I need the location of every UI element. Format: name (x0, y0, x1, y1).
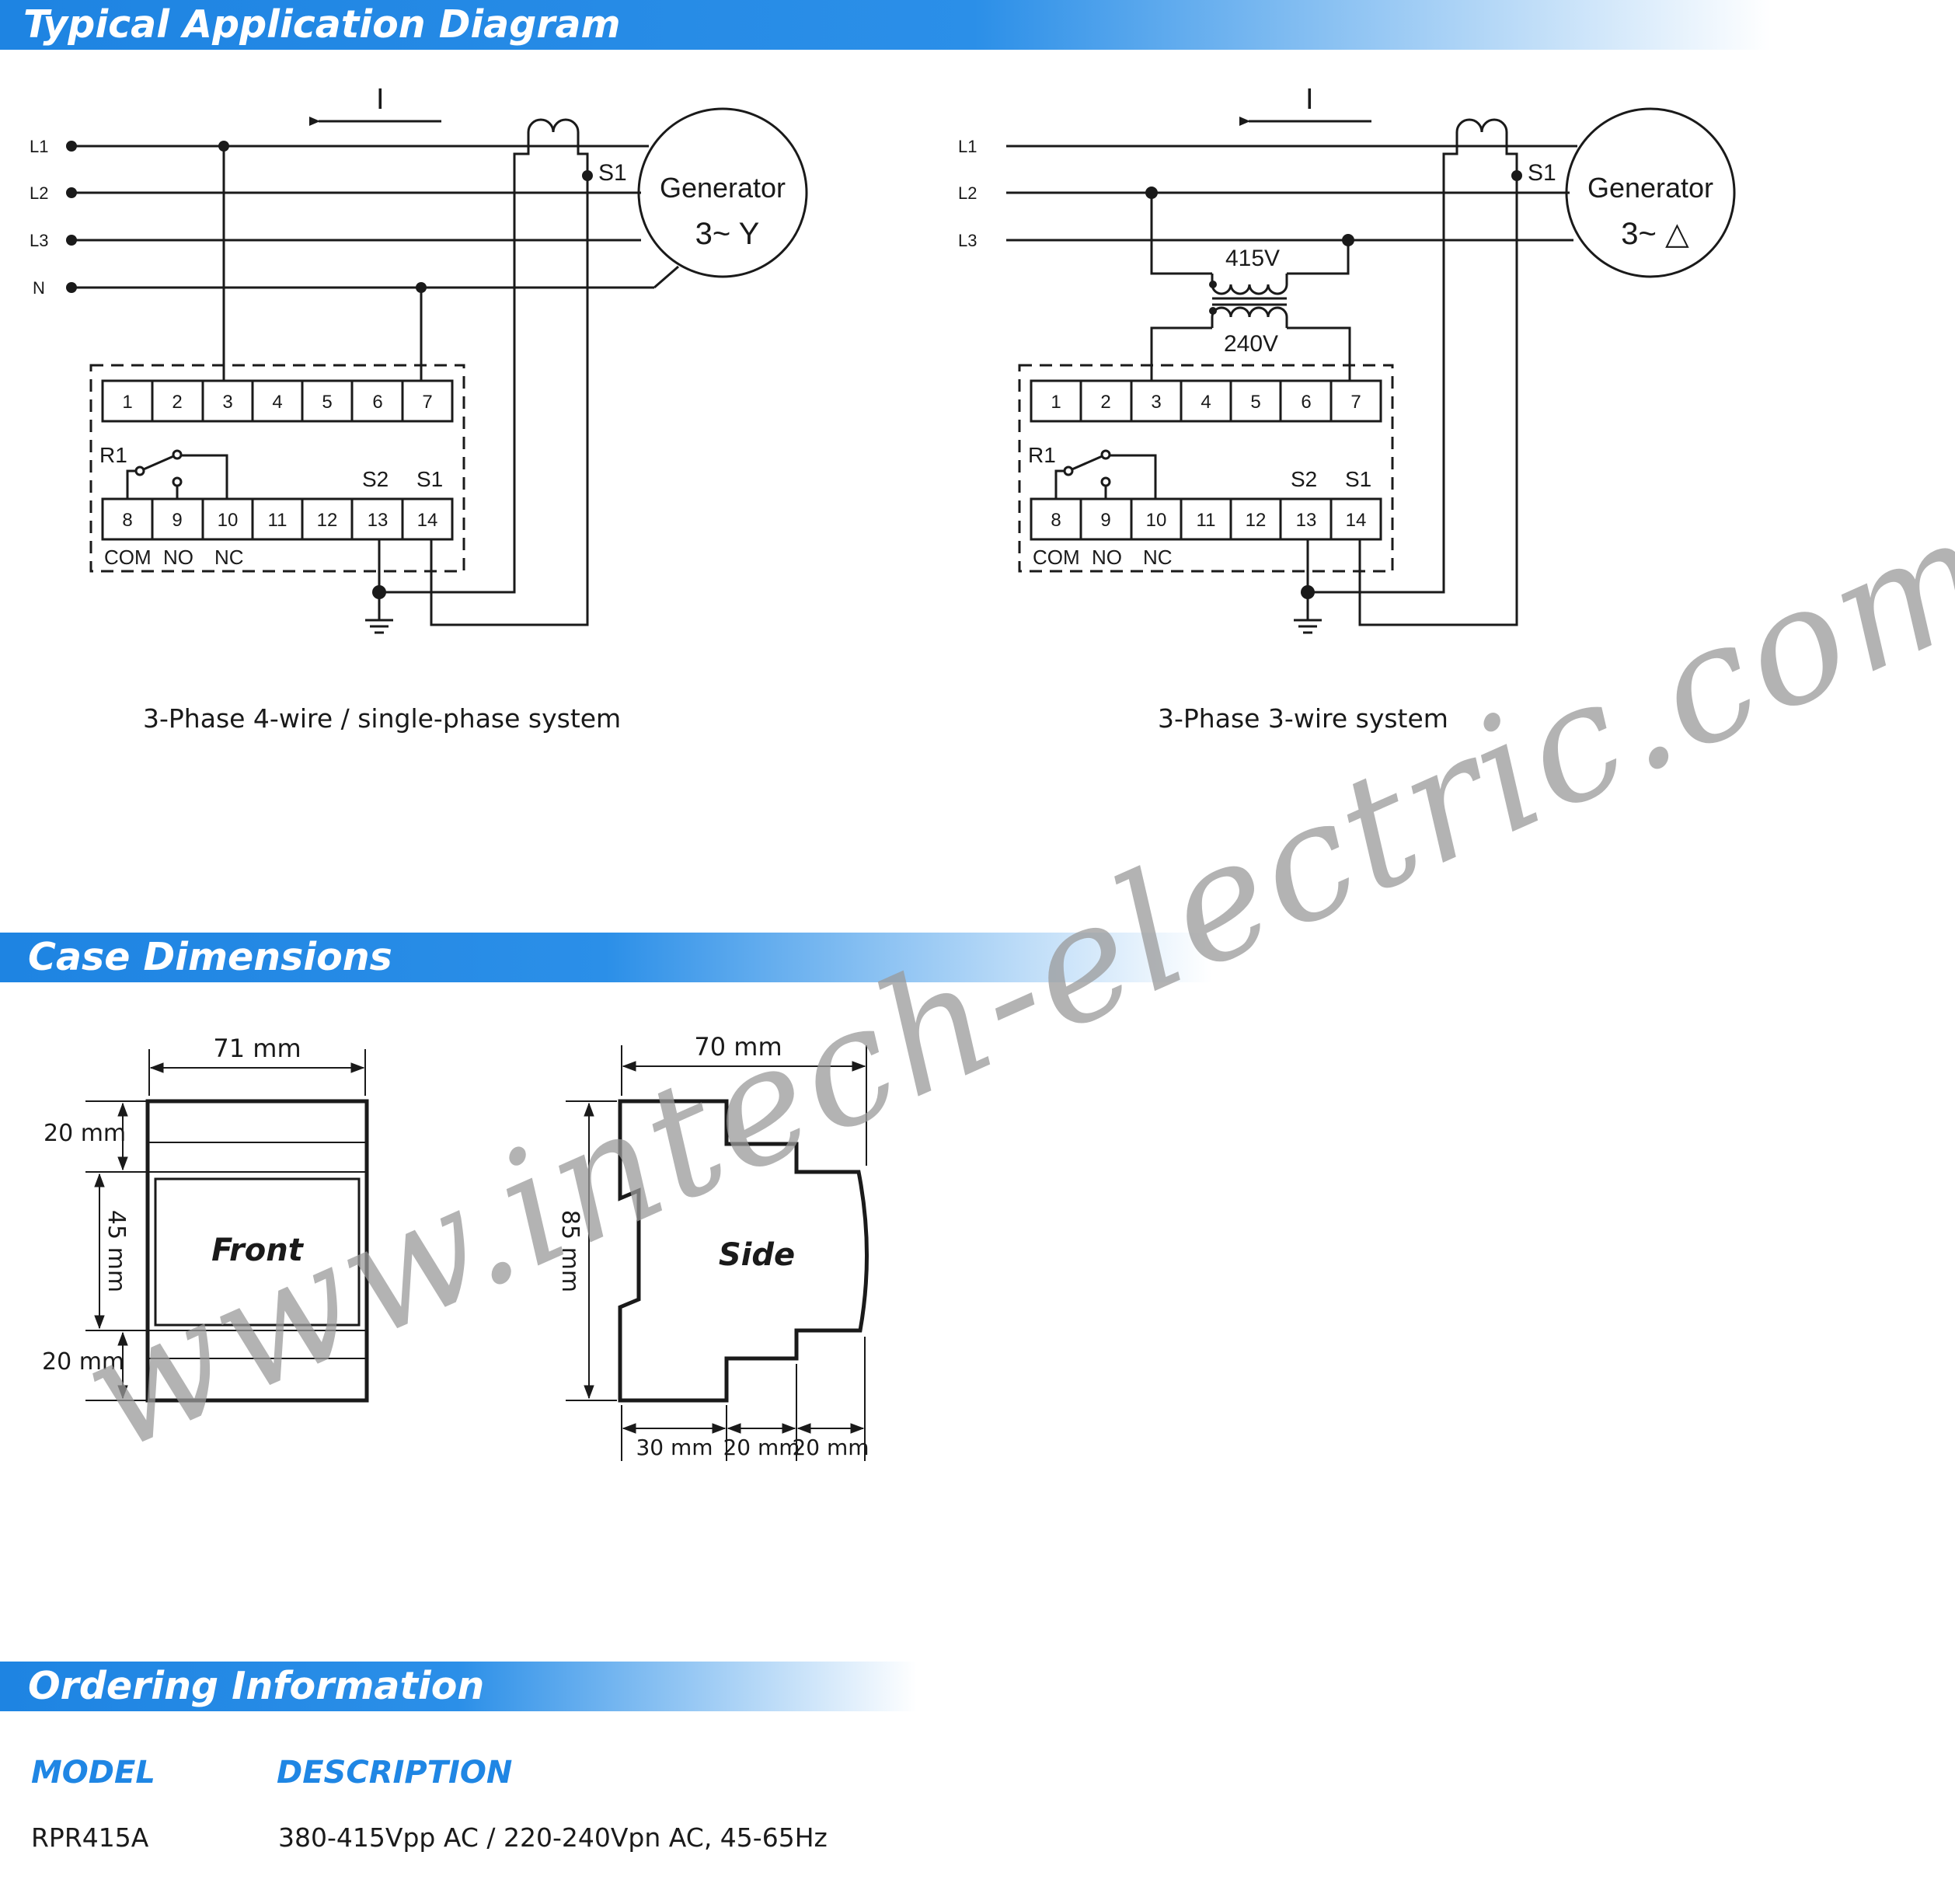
side-height-label: 85 mm (556, 1210, 584, 1292)
terminal-8-right: 8 (1051, 510, 1061, 531)
section-title-dimensions: Case Dimensions (28, 935, 392, 979)
front-middle-label: 45 mm (103, 1210, 130, 1292)
section-band-application: Typical Application Diagram (0, 0, 1772, 50)
side-width-label: 70 mm (694, 1032, 782, 1062)
diagram-right-text: L1 L2 L3 I S1 Generator 3~ △ 415V 240V 1… (958, 83, 1713, 734)
caption-left: 3-Phase 4-wire / single-phase system (143, 703, 621, 734)
generator-symbol-right: 3~ △ (1621, 217, 1689, 251)
current-label: I (376, 83, 385, 116)
s1-term-label-right: S1 (1345, 467, 1371, 491)
ordering-header-description: DESCRIPTION (277, 1755, 513, 1791)
terminal-2-right: 2 (1100, 392, 1110, 413)
terminal-5: 5 (322, 392, 332, 413)
line-label-l1-right: L1 (958, 137, 977, 156)
transformer-primary-label: 415V (1225, 246, 1280, 271)
terminal-11-right: 11 (1197, 510, 1216, 531)
line-label-l2: L2 (30, 183, 48, 203)
caption-right: 3-Phase 3-wire system (1158, 703, 1448, 734)
diagram-left-dots (66, 141, 593, 599)
diagram-right (1006, 107, 1736, 634)
relay-label-right: R1 (1028, 443, 1056, 467)
front-top-label: 20 mm (44, 1120, 126, 1147)
terminal-6-right: 6 (1301, 392, 1311, 413)
section-title-ordering: Ordering Information (28, 1664, 485, 1708)
terminal-7: 7 (422, 392, 432, 413)
terminal-11: 11 (268, 510, 288, 531)
generator-name: Generator (660, 172, 786, 204)
front-bottom-label: 20 mm (42, 1348, 124, 1376)
terminal-1: 1 (122, 392, 132, 413)
front-view (85, 1049, 369, 1403)
ordering-header-model: MODEL (31, 1755, 155, 1791)
terminal-12: 12 (317, 510, 338, 531)
relay-label: R1 (99, 443, 127, 467)
ct-s1-label: S1 (598, 160, 627, 186)
line-label-n: N (33, 278, 45, 298)
line-label-l3: L3 (30, 231, 48, 250)
terminal-9: 9 (172, 510, 182, 531)
terminal-2: 2 (172, 392, 182, 413)
ordering-row-model: RPR415A (31, 1822, 149, 1853)
front-view-text: 71 mm 20 mm 45 mm 20 mm Front (42, 1034, 305, 1376)
section-band-dimensions: Case Dimensions (0, 933, 1212, 982)
diagram-left (71, 107, 808, 634)
terminal-12-right: 12 (1246, 510, 1267, 531)
diagram-right-dots (1063, 170, 1522, 599)
section-band-ordering: Ordering Information (0, 1662, 917, 1711)
terminal-5-right: 5 (1250, 392, 1260, 413)
terminal-14: 14 (417, 510, 438, 531)
contact-no-right: NO (1092, 546, 1122, 569)
s2-label-right: S2 (1291, 467, 1317, 491)
s2-label: S2 (362, 467, 389, 491)
contact-com-right: COM (1033, 546, 1080, 569)
side-view (566, 1045, 869, 1461)
line-label-l3-right: L3 (958, 231, 977, 250)
terminal-7-right: 7 (1350, 392, 1361, 413)
terminal-4: 4 (272, 392, 282, 413)
transformer-secondary-label: 240V (1224, 331, 1278, 357)
contact-no: NO (163, 546, 193, 569)
terminal-9-right: 9 (1100, 510, 1110, 531)
contact-com: COM (104, 546, 152, 569)
generator-name-right: Generator (1587, 172, 1713, 204)
diagram-left-text: L1 L2 L3 N I S1 Generator 3~ Y 1 2 3 4 5… (30, 83, 786, 734)
ct-s1-label-right: S1 (1528, 160, 1556, 186)
ordering-row-description: 380-415Vpp AC / 220-240Vpn AC, 45-65Hz (278, 1822, 828, 1853)
contact-nc-right: NC (1143, 546, 1173, 569)
terminal-13: 13 (368, 510, 389, 531)
terminal-1-right: 1 (1051, 392, 1061, 413)
s1-term-label: S1 (416, 467, 443, 491)
line-label-l2-right: L2 (958, 183, 977, 203)
terminal-14-right: 14 (1346, 510, 1367, 531)
side-seg1-label: 30 mm (636, 1435, 713, 1460)
terminal-3: 3 (222, 392, 232, 413)
contact-nc: NC (214, 546, 244, 569)
terminal-10-right: 10 (1146, 510, 1167, 531)
section-title-application: Typical Application Diagram (23, 2, 621, 47)
front-width-label: 71 mm (213, 1034, 301, 1063)
line-label-l1: L1 (30, 137, 48, 156)
side-seg2-label: 20 mm (723, 1435, 800, 1460)
side-view-text: 70 mm 85 mm 30 mm 20 mm 20 mm Side (556, 1032, 869, 1460)
terminal-3-right: 3 (1151, 392, 1161, 413)
generator-symbol: 3~ Y (695, 217, 760, 251)
terminal-8: 8 (122, 510, 132, 531)
terminal-13-right: 13 (1296, 510, 1317, 531)
current-label-right: I (1305, 83, 1314, 116)
side-seg3-label: 20 mm (792, 1435, 869, 1460)
front-label: Front (211, 1233, 305, 1268)
side-label: Side (719, 1237, 795, 1273)
terminal-6: 6 (372, 392, 382, 413)
terminal-10: 10 (218, 510, 239, 531)
terminal-4-right: 4 (1201, 392, 1211, 413)
